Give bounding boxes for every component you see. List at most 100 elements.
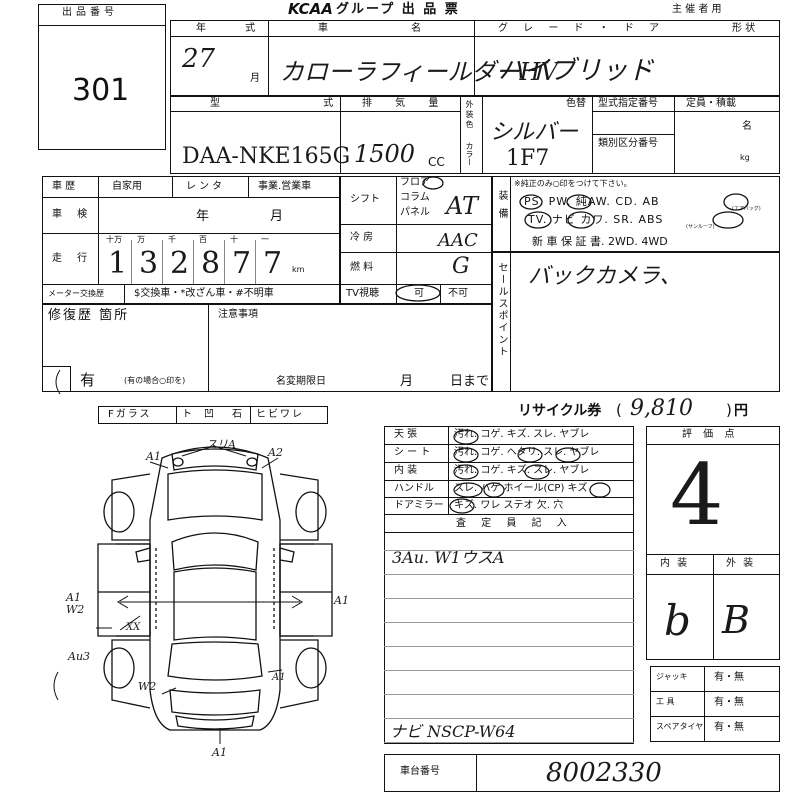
mileage-label: 走 行 [52,253,94,264]
repair-note: (有の場合○印を) [124,376,186,385]
shift-option-column: コラム [400,192,430,203]
model-code: DAA-NKE165G [182,144,351,169]
evaluation-score: 4 [670,446,724,544]
history-option-rental: レンタ [186,181,225,192]
diagram-mark-top: スリA [206,438,236,451]
tv-label: TV視聴 [346,288,379,299]
person-unit: 名 [742,121,752,132]
interior-row-label: 内 装 [394,465,418,476]
fuel-value: G [452,254,470,279]
tool-label: 工 具 [656,697,675,706]
mileage-digit-label: 十 [230,235,238,244]
brand-logo: KCAA [288,0,333,18]
repair-box [42,304,492,392]
type-designation-label: 型式指定番号 [598,98,658,109]
equipment-ab-sub: (エアバッグ) [732,206,761,212]
chassis-box [384,754,780,792]
deadline-day-unit: 日まで [450,374,490,389]
interior-row-options: 汚れ. コゲ. キズ. スレ. ヤブレ [454,429,590,440]
tool-label: ジャッキ [656,672,688,681]
row2-box [170,96,780,174]
diagram-mark-w2-bottom: W2 [138,680,157,693]
tool-label: スペアタイヤ [656,722,704,731]
tools-box [650,666,780,742]
year-value: 27 [182,44,216,74]
equipment-sr-sub: (サンルーフ) [686,224,715,230]
shift-value: AT [446,192,479,220]
diagram-mark-a1-left: A1 [146,450,161,463]
interior-row-options: スレ. ハゲ ホイール(CP) キズ [454,483,588,494]
glass-dent: 凹 [204,409,214,420]
chassis-value: 8002330 [546,758,662,788]
tool-value: 有・無 [714,672,744,683]
history-label: 車 歴 [52,181,76,192]
recycle-paren-close: ) [726,401,732,419]
diagram-mark-au3: Au3 [68,650,91,663]
exterior-color-label: 外装色 [465,100,474,130]
mileage-digit-label: 万 [137,235,145,244]
km-unit: km [292,265,305,274]
model-label: 型 式 [210,98,384,109]
interior-table [384,426,634,744]
glass-to: ト [182,409,192,420]
mileage-digit: 8 [201,246,221,281]
color-code: 1F7 [506,146,550,171]
exterior-grade-label: 外 装 [726,558,756,569]
interior-row-label: ドアミラー [394,500,444,511]
displacement-label: 排 気 量 [362,98,449,109]
glass-stone: 石 [232,409,242,420]
recycle-value: 9,810 [630,396,693,421]
repair-value: 有 [80,371,96,389]
kg-unit: kg [740,153,750,162]
mileage-digit-label: 十万 [106,235,122,244]
shift-label: シフト [350,194,380,205]
diagram-mark-a2-right: A2 [268,446,283,459]
interior-grade-label: 内 装 [660,558,690,569]
displacement-value: 1500 [354,140,416,168]
shift-option-floor: フロア [400,177,430,188]
inspector-label: 査 定 員 記 入 [456,518,573,529]
organizer-label: 主 催 者 用 [672,4,722,15]
color-label-side: カラー [465,142,474,166]
shape-label: 形 状 [732,23,756,34]
equipment-line3: 新 車 保 証 書. 2WD. 4WD [532,235,668,248]
interior-row-label: シ ー ト [394,447,431,458]
history-box [42,176,340,304]
diagram-mark-a1-w2: A1 W2 [66,591,85,616]
exterior-grade: B [722,598,750,642]
lot-label: 出品番号 [62,7,118,18]
equipment-note: ※純正のみ○印をつけて下さい。 [514,179,632,188]
chassis-label: 車台番号 [400,766,440,777]
diagram-mark-xx: XX [126,622,141,633]
row1-box [170,20,780,96]
mileage-digit: 2 [170,246,190,281]
deadline-month-unit: 月 [400,374,414,389]
interior-row-options: キズ. ワレ ステオ 欠. 穴 [454,500,564,511]
mileage-digit-label: 百 [199,235,207,244]
fuel-label: 燃 料 [350,262,374,273]
mileage-digit-label: 一 [261,235,269,244]
meter-options: $交換車・*改ざん車・#不明車 [134,288,274,299]
tool-value: 有・無 [714,722,744,733]
diagram-mark-a1-bottom: A1 [212,746,227,759]
mileage-digit: 3 [139,246,159,281]
form-title: グループ 出 品 票 [336,2,460,17]
recycle-paren-open: ( [616,401,622,419]
inspection-year-unit: 年 [196,209,210,224]
diagram-mark-a1-right-mid: A1 [334,594,349,607]
inspection-month-unit: 月 [270,209,284,224]
sales-value: バックカメラ、 [528,264,682,289]
ac-label: 冷 房 [350,232,374,243]
interior-row-options: 汚れ. コゲ. キズ. スレ. ヤブレ [454,465,590,476]
grade-label: グ レ ー ド ・ ド ア [498,23,666,34]
shift-option-panel: パネル [400,207,430,218]
sales-box [492,252,780,392]
month-unit: 月 [250,73,260,84]
mileage-digit-label: 千 [168,235,176,244]
grade-value: ハイブリッド [498,56,654,86]
interior-row-label: 天 張 [394,429,418,440]
